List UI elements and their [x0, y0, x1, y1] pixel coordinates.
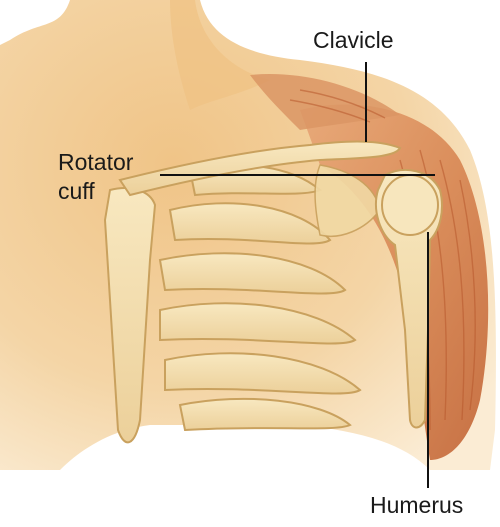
rotator-cuff-label-line2: cuff [58, 177, 133, 206]
humerus-label: Humerus [370, 492, 463, 519]
rotator-cuff-label-line1: Rotator [58, 148, 133, 177]
rotator-cuff-label: Rotator cuff [58, 148, 133, 206]
humeral-head [382, 175, 438, 235]
clavicle-label: Clavicle [313, 27, 394, 54]
